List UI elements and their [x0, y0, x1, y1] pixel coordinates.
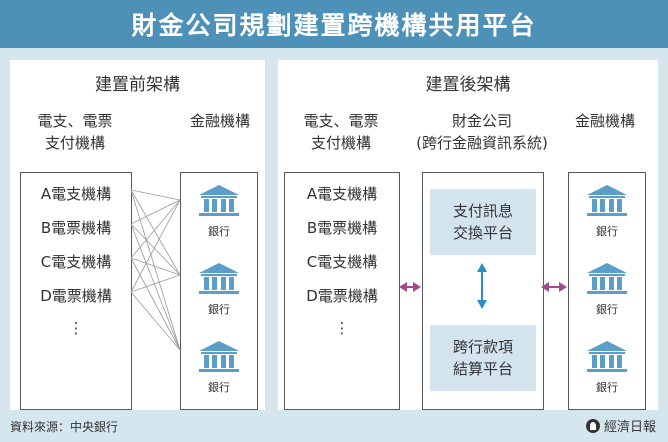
double-arrow-icon [399, 282, 421, 292]
after-institutions-box: A電支機構 B電票機構 C電支機構 D電票機構 ⋮ [284, 172, 400, 410]
bank-icon [587, 263, 627, 294]
after-architecture-panel: 建置後架構 電支、電票 支付機構 財金公司 (跨行金融資訊系統) 金融機構 A電… [278, 60, 658, 410]
after-banks-box: 銀行 銀行 銀行 [568, 172, 646, 410]
before-institutions-box: A電支機構 B電票機構 C電支機構 D電票機構 ⋮ [20, 172, 132, 410]
before-institutions-header: 電支、電票 支付機構 [20, 110, 130, 154]
before-banks-header: 金融機構 [189, 112, 250, 130]
publisher-logo: 經濟日報 [585, 416, 656, 435]
before-left-header-line-1: 電支、電票 [37, 112, 113, 130]
before-institution-b: B電票機構 [40, 219, 112, 237]
after-institution-more: ⋮ [334, 319, 350, 337]
before-bank-1: 銀行 [197, 183, 241, 239]
before-banks-box: 銀行 銀行 銀行 [180, 172, 258, 410]
double-arrow-icon [541, 282, 567, 292]
page-title: 財金公司規劃建置跨機構共用平台 [0, 0, 668, 48]
bank-icon [587, 341, 627, 372]
before-left-header-line-2: 支付機構 [44, 134, 105, 152]
after-bank-1-label: 銀行 [596, 225, 618, 238]
before-panel-title: 建置前架構 [95, 75, 180, 95]
after-left-header-line-2: 支付機構 [310, 134, 371, 152]
interbank-settlement-platform: 跨行款項 結算平台 [430, 325, 536, 391]
after-institution-a: A電支機構 [306, 185, 378, 203]
after-bank-3: 銀行 [585, 339, 629, 395]
double-arrow-icon [477, 263, 487, 309]
before-bank-2: 銀行 [197, 261, 241, 317]
publisher-logo-mark [585, 418, 600, 433]
bank-icon [199, 341, 239, 372]
after-left-header-line-1: 電支、電票 [303, 112, 379, 130]
after-middle-header-line-2: (跨行金融資訊系統) [416, 134, 548, 152]
after-bank-2: 銀行 [585, 261, 629, 317]
after-fisc-header: 財金公司 (跨行金融資訊系統) [414, 110, 550, 154]
after-institution-d: D電票機構 [306, 287, 378, 305]
before-bank-3: 銀行 [197, 339, 241, 395]
source-note: 資料來源：中央銀行 [10, 420, 119, 434]
platform-bottom-line-1: 跨行款項 [452, 338, 513, 356]
platform-bottom-line-2: 結算平台 [452, 360, 513, 378]
after-bank-3-label: 銀行 [596, 381, 618, 394]
bank-icon [199, 185, 239, 216]
after-bank-1: 銀行 [585, 183, 629, 239]
platform-top-line-1: 支付訊息 [452, 202, 513, 220]
platform-top-line-2: 交換平台 [452, 224, 513, 242]
after-institutions-header: 電支、電票 支付機構 [282, 110, 400, 154]
before-bank-2-label: 銀行 [208, 303, 230, 316]
bank-icon [199, 263, 239, 294]
publisher-name: 經濟日報 [603, 420, 656, 435]
after-banks-header: 金融機構 [574, 112, 635, 130]
before-institution-d: D電票機構 [40, 287, 112, 305]
before-architecture-panel: 建置前架構 電支、電票 支付機構 金融機構 A電支機構 B電票機構 C電支機構 … [10, 60, 265, 410]
after-bank-2-label: 銀行 [596, 303, 618, 316]
after-middle-header-line-1: 財金公司 [451, 112, 512, 130]
payment-message-exchange-platform: 支付訊息 交換平台 [430, 189, 536, 255]
after-institution-c: C電支機構 [306, 253, 378, 271]
after-panel-title: 建置後架構 [425, 75, 511, 95]
before-institution-c: C電支機構 [40, 253, 112, 271]
before-bank-3-label: 銀行 [208, 381, 230, 394]
after-institution-b: B電票機構 [306, 219, 378, 237]
before-institution-a: A電支機構 [40, 185, 112, 203]
before-bank-1-label: 銀行 [208, 225, 230, 238]
before-institution-more: ⋮ [68, 319, 84, 337]
bank-icon [587, 185, 627, 216]
